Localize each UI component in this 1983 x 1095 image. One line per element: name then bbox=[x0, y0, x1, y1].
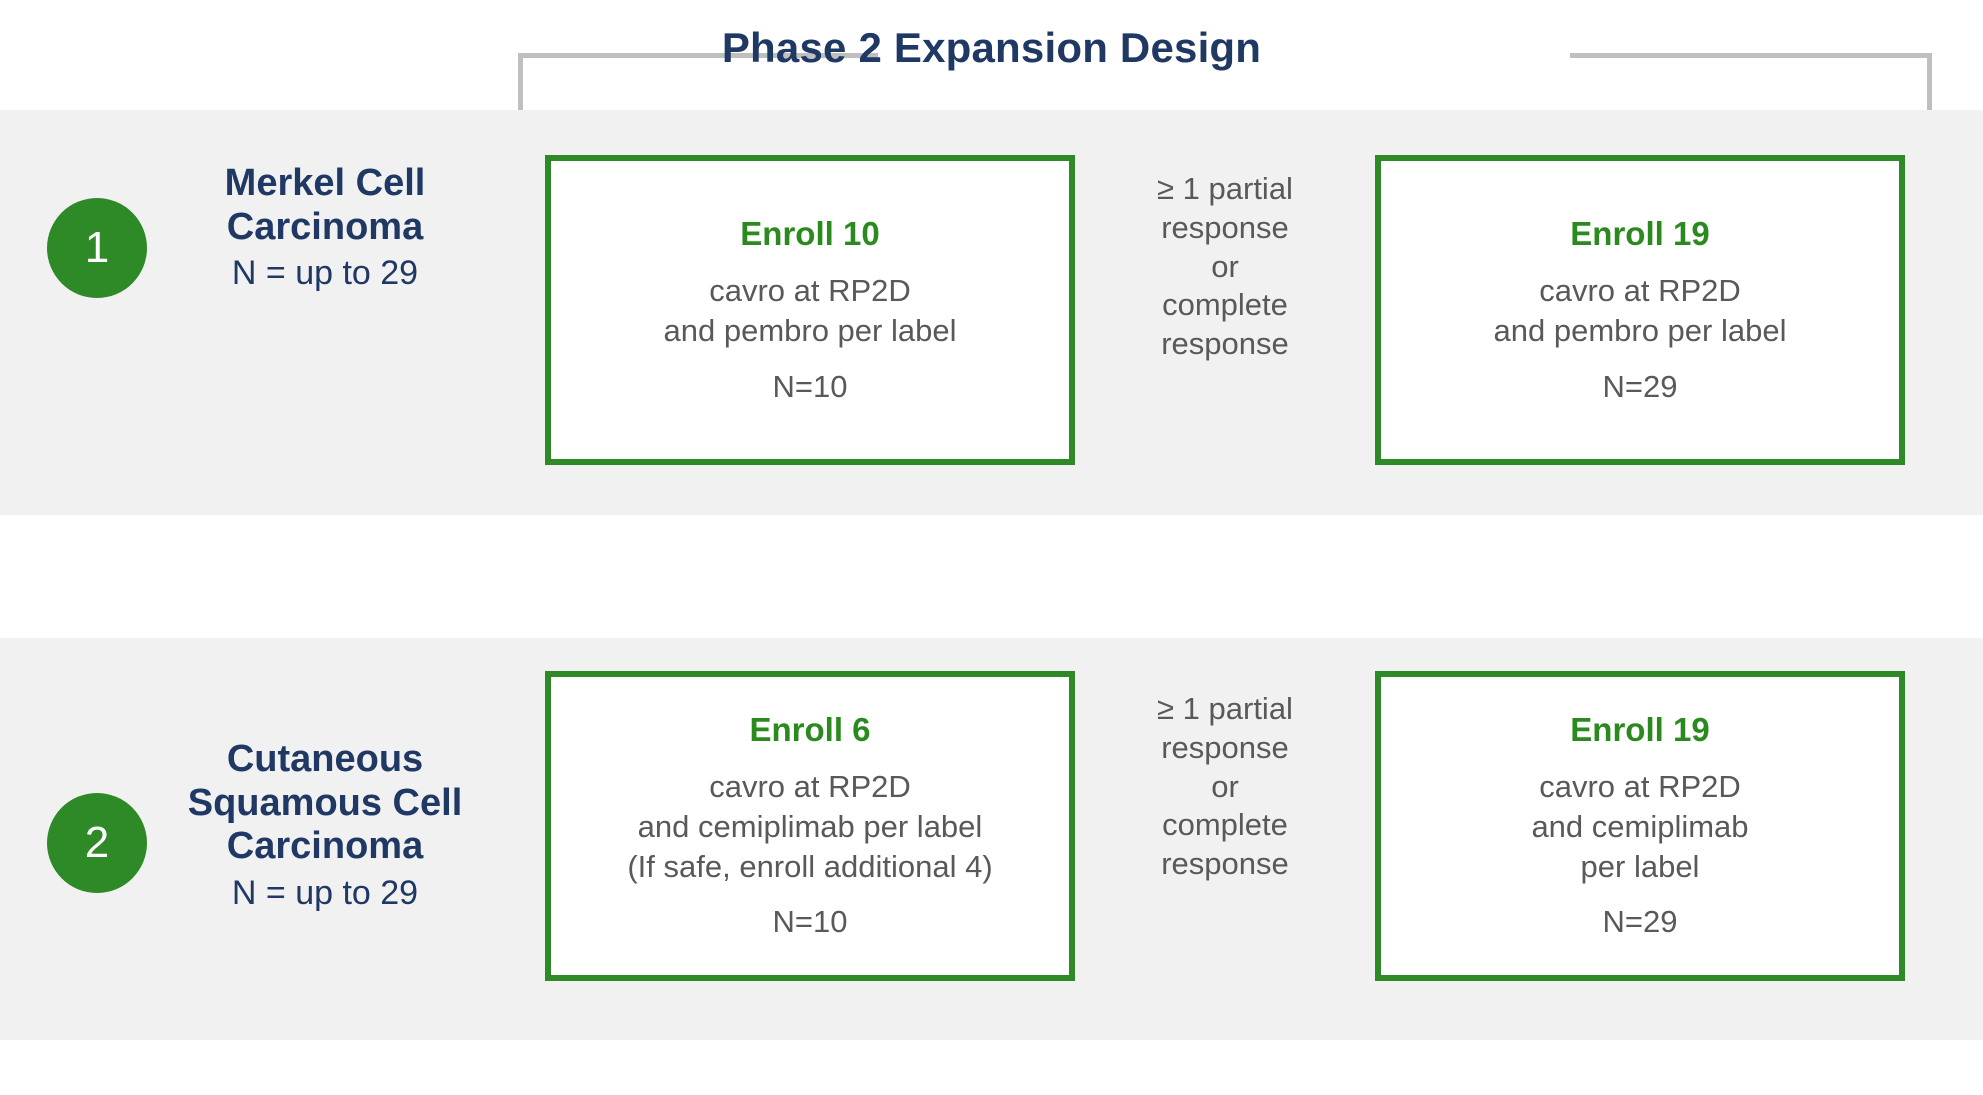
stage-2-box-cohort-1[interactable]: Enroll 19 cavro at RP2D and pembro per l… bbox=[1375, 155, 1905, 465]
header-bracket bbox=[0, 0, 1983, 135]
criteria-line-1: ≥ 1 partial bbox=[1157, 171, 1293, 206]
stage-1-line-3: (If safe, enroll additional 4) bbox=[627, 848, 993, 884]
criteria-line-3: or bbox=[1211, 768, 1239, 804]
stage-2-box-cohort-2[interactable]: Enroll 19 cavro at RP2D and cemiplimab p… bbox=[1375, 671, 1905, 981]
bracket-line-left-vertical bbox=[518, 53, 523, 131]
response-criteria-2: ≥ 1 partial response or complete respons… bbox=[1085, 690, 1365, 884]
stage-2-n: N=29 bbox=[1602, 904, 1678, 940]
cohort-name: Merkel Cell Carcinoma bbox=[224, 162, 426, 248]
stage-1-line-2: and cemiplimab per label bbox=[637, 809, 983, 845]
bracket-line-left-horizontal bbox=[518, 53, 878, 58]
cohort-label-1: Merkel Cell Carcinoma N = up to 29 bbox=[165, 162, 485, 294]
criteria-line-1: ≥ 1 partial bbox=[1157, 691, 1293, 726]
cohort-name: Cutaneous Squamous Cell Carcinoma bbox=[187, 738, 463, 868]
page-title: Phase 2 Expansion Design bbox=[721, 24, 1262, 71]
cohort-label-2: Cutaneous Squamous Cell Carcinoma N = up… bbox=[165, 738, 485, 914]
stage-2-line-3: per label bbox=[1580, 848, 1700, 884]
stage-1-detail: cavro at RP2D and pembro per label N=10 bbox=[664, 271, 957, 406]
stage-2-line-1: cavro at RP2D bbox=[1539, 769, 1741, 805]
cohort-number-label: 1 bbox=[84, 223, 110, 272]
stage-1-box-cohort-1[interactable]: Enroll 10 cavro at RP2D and pembro per l… bbox=[545, 155, 1075, 465]
criteria-line-2: response bbox=[1161, 729, 1289, 765]
cohort-number-badge-1: 1 bbox=[47, 198, 147, 298]
stage-2-line-2: and cemiplimab bbox=[1531, 809, 1749, 845]
stage-1-line-1: cavro at RP2D bbox=[709, 273, 911, 309]
stage-2-title: Enroll 19 bbox=[1570, 214, 1710, 252]
criteria-line-4: complete bbox=[1162, 807, 1288, 843]
stage-2-detail: cavro at RP2D and cemiplimab per label N… bbox=[1531, 767, 1748, 942]
response-criteria-1: ≥ 1 partial response or complete respons… bbox=[1085, 170, 1365, 364]
stage-1-title: Enroll 10 bbox=[740, 214, 880, 252]
cohort-row-2: 2 Cutaneous Squamous Cell Carcinoma N = … bbox=[0, 638, 1983, 1040]
stage-2-line-2: and pembro per label bbox=[1493, 312, 1787, 348]
bracket-line-right-horizontal bbox=[1570, 53, 1932, 58]
criteria-line-5: response bbox=[1161, 846, 1289, 881]
criteria-line-5: response bbox=[1161, 326, 1289, 361]
cohort-row-1: 1 Merkel Cell Carcinoma N = up to 29 Enr… bbox=[0, 110, 1983, 515]
stage-1-title: Enroll 6 bbox=[749, 710, 871, 748]
criteria-line-4: complete bbox=[1162, 287, 1288, 323]
cohort-number-badge-2: 2 bbox=[47, 793, 147, 893]
stage-1-n: N=10 bbox=[772, 904, 848, 940]
stage-2-detail: cavro at RP2D and pembro per label N=29 bbox=[1494, 271, 1787, 406]
criteria-line-3: or bbox=[1211, 248, 1239, 284]
criteria-line-2: response bbox=[1161, 209, 1289, 245]
stage-1-line-1: cavro at RP2D bbox=[709, 769, 911, 805]
stage-1-detail: cavro at RP2D and cemiplimab per label (… bbox=[627, 767, 992, 942]
stage-1-n: N=10 bbox=[772, 368, 848, 404]
stage-2-title: Enroll 19 bbox=[1570, 710, 1710, 748]
cohort-number-label: 2 bbox=[84, 818, 110, 867]
cohort-enrollment-target: N = up to 29 bbox=[231, 874, 419, 913]
stage-2-line-1: cavro at RP2D bbox=[1539, 273, 1741, 309]
stage-1-line-2: and pembro per label bbox=[663, 312, 957, 348]
bracket-line-right-vertical bbox=[1927, 53, 1932, 131]
cohort-enrollment-target: N = up to 29 bbox=[231, 254, 419, 293]
stage-2-n: N=29 bbox=[1602, 368, 1678, 404]
stage-1-box-cohort-2[interactable]: Enroll 6 cavro at RP2D and cemiplimab pe… bbox=[545, 671, 1075, 981]
